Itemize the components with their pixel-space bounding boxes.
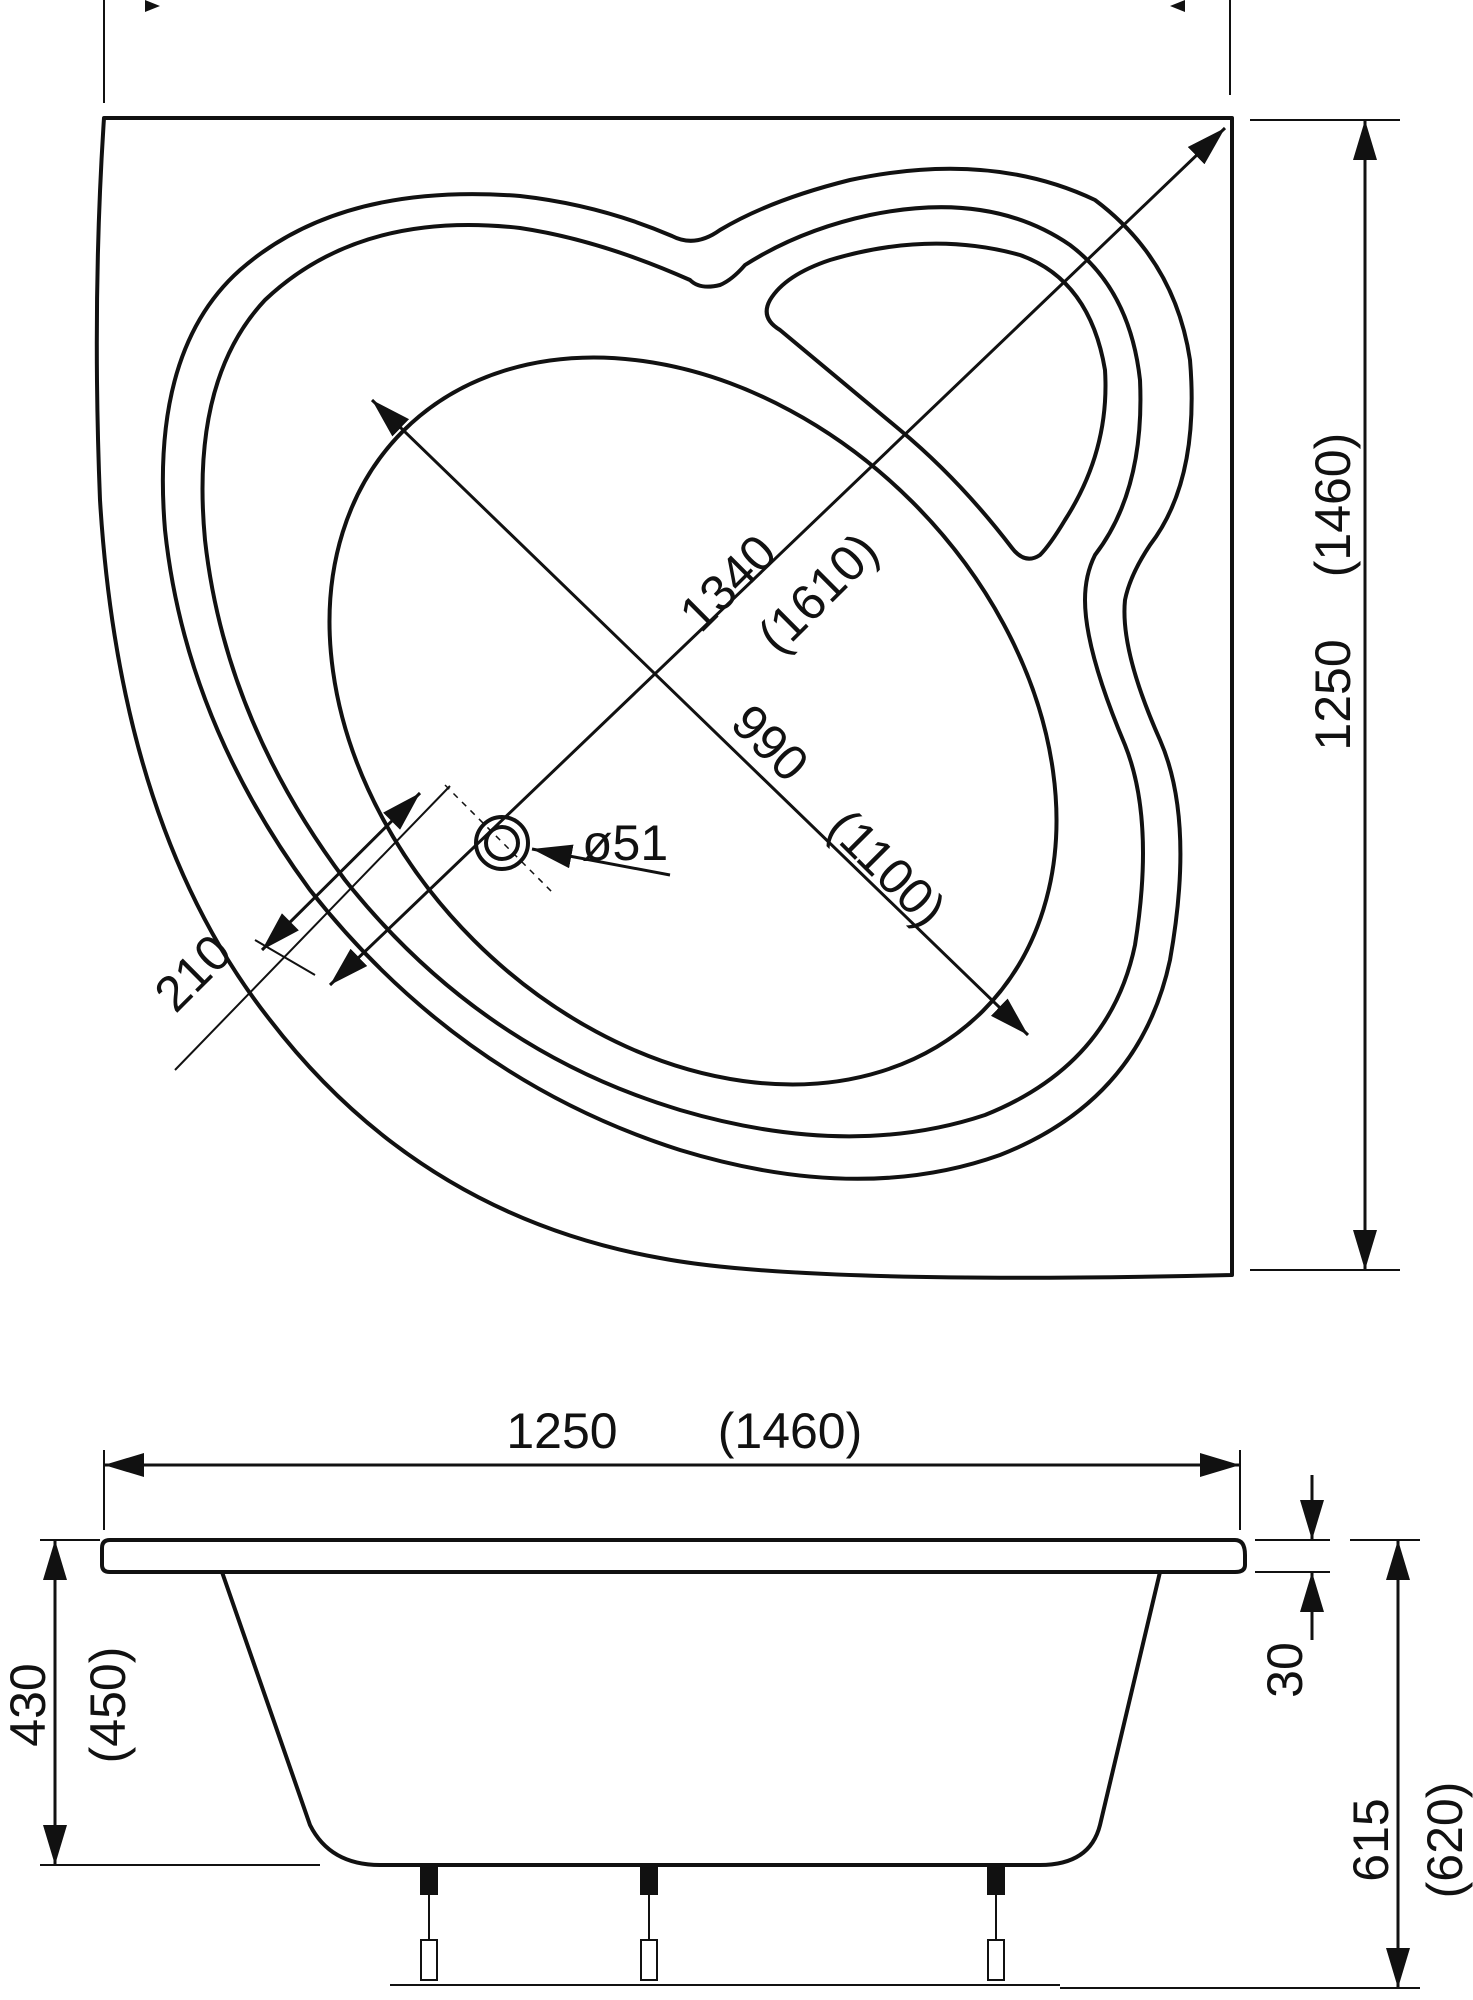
basin-length-label: 990 [721, 694, 820, 793]
top-view: 1340 (1610) 990 (1100) 210 ø51 1250 [94, 0, 1400, 1280]
total-height-label: 615 [1343, 1798, 1399, 1881]
depth-label-group: 430 [0, 1663, 56, 1746]
width-alt-label: (1460) [718, 1403, 863, 1459]
side-alt-label-group: (1460) [1305, 433, 1361, 578]
height-label-group: 615 [1343, 1798, 1399, 1881]
drain-offset-label: 210 [144, 924, 243, 1023]
basin-outline [327, 355, 1059, 1087]
drain-diameter-label: ø51 [582, 815, 668, 871]
dimension-line-offset [260, 791, 422, 952]
drain-outer-circle [474, 815, 530, 871]
tub-body [220, 1570, 1162, 1867]
drain-center-line [444, 784, 556, 896]
leg-center [640, 1865, 658, 1981]
depth-alt-label-group: (450) [80, 1647, 136, 1764]
rim-inner [200, 205, 1145, 1139]
rim-outer [160, 166, 1194, 1181]
leg-right [987, 1865, 1005, 1981]
support-legs [390, 1865, 1060, 1986]
offset-extension-line [174, 785, 451, 1071]
diagonal-alt-label-group: (1610) [747, 522, 889, 664]
basin-label-group: 990 [721, 694, 820, 793]
tub-outer-outline [94, 116, 1234, 1280]
height-alt-label-group: (620) [1417, 1782, 1473, 1899]
width-label: 1250 [506, 1403, 617, 1459]
dimension-line-basin [370, 398, 1030, 1037]
depth-label: 430 [0, 1663, 56, 1746]
depth-alt-label: (450) [80, 1647, 136, 1764]
offset-label-group: 210 [144, 924, 243, 1023]
drain [444, 784, 556, 896]
side-label-group: 1250 [1305, 639, 1361, 750]
basin-alt-label-group: (1100) [817, 798, 956, 937]
rim-label-group: 30 [1257, 1642, 1313, 1698]
drain-diameter-leader [531, 844, 671, 877]
offset-tick [254, 939, 316, 976]
arrow-stub-right [1170, 0, 1185, 12]
rim-slab [100, 1538, 1247, 1574]
arrow-stub-left [145, 0, 160, 12]
leg-left [420, 1865, 438, 1981]
side-view: 1250 (1460) [0, 1403, 1473, 1989]
side-length-label: 1250 [1305, 639, 1361, 750]
side-length-alt-label: (1460) [1305, 433, 1361, 578]
basin-length-alt-label: (1100) [817, 798, 956, 937]
rim-thickness-label: 30 [1257, 1642, 1313, 1698]
diagonal-length-alt-label: (1610) [747, 522, 889, 664]
total-height-alt-label: (620) [1417, 1782, 1473, 1899]
